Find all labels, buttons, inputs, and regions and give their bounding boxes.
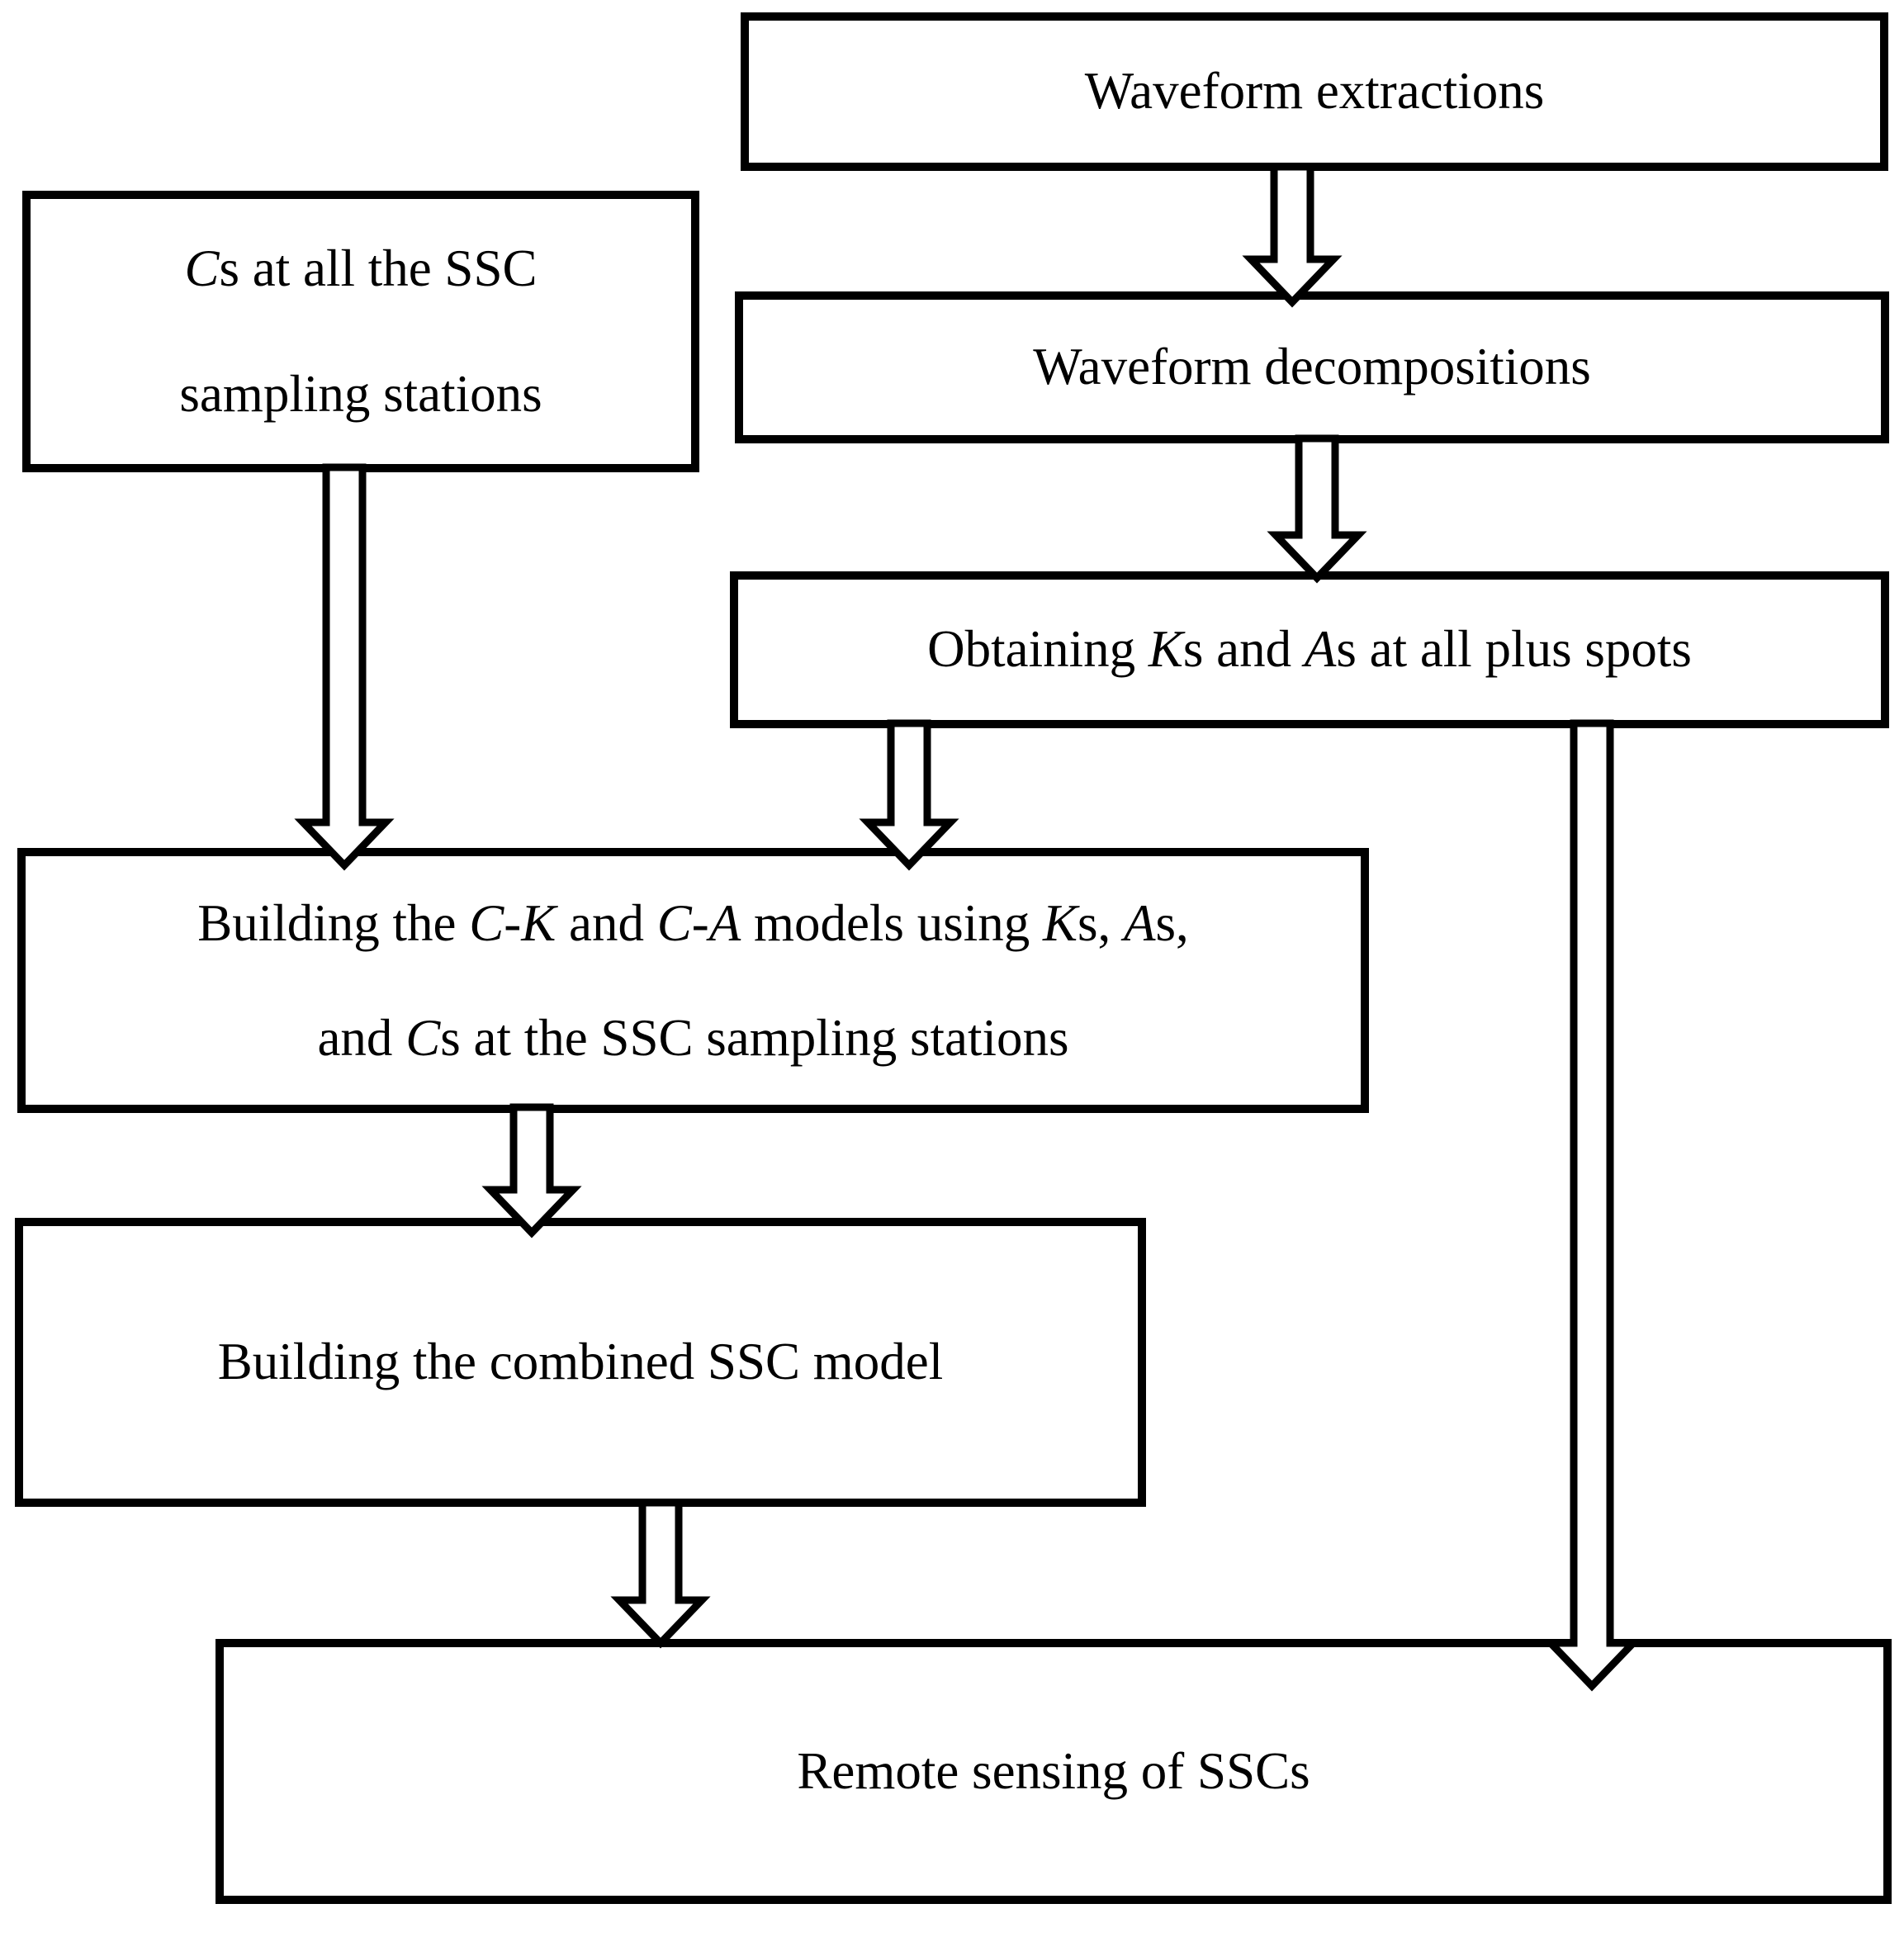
- flowchart-box-waveform-decompositions: Waveform decompositions: [735, 291, 1889, 443]
- box-label-line: Building the combined SSC model: [217, 1333, 944, 1391]
- arrow-cs-stations-to-building-models: [294, 463, 395, 871]
- flowchart-box-obtaining-ks-as: Obtaining Ks and As at all plus spots: [730, 571, 1889, 728]
- flowchart-box-building-ck-ca-models: Building the C-K and C-A models using Ks…: [17, 848, 1369, 1113]
- box-label-line: and Cs at the SSC sampling stations: [317, 1008, 1069, 1067]
- arrow-building-models-to-combined: [481, 1103, 582, 1238]
- arrow-obtaining-to-remote-sensing: [1542, 719, 1642, 1692]
- box-label-line: Building the C-K and C-A models using Ks…: [197, 893, 1189, 952]
- flowchart-box-waveform-extractions: Waveform extractions: [741, 12, 1888, 171]
- arrow-obtaining-to-building-models: [859, 719, 959, 871]
- arrow-decompositions-to-obtaining: [1267, 434, 1367, 584]
- box-label-line: Remote sensing of SSCs: [797, 1741, 1310, 1800]
- box-label-line: Obtaining Ks and As at all plus spots: [927, 620, 1692, 679]
- flowchart-box-cs-sampling-stations: Cs at all the SSC sampling stations: [22, 191, 699, 472]
- flowchart-box-building-combined-model: Building the combined SSC model: [15, 1218, 1146, 1507]
- box-label-line: sampling stations: [179, 364, 542, 423]
- box-label-line: Waveform decompositions: [1033, 338, 1591, 396]
- flowchart-box-remote-sensing: Remote sensing of SSCs: [216, 1639, 1892, 1904]
- box-label-line: Waveform extractions: [1084, 62, 1545, 121]
- arrow-combined-to-remote-sensing: [610, 1499, 711, 1649]
- box-label-line: Cs at all the SSC: [184, 239, 538, 298]
- arrow-extractions-to-decompositions: [1242, 163, 1343, 308]
